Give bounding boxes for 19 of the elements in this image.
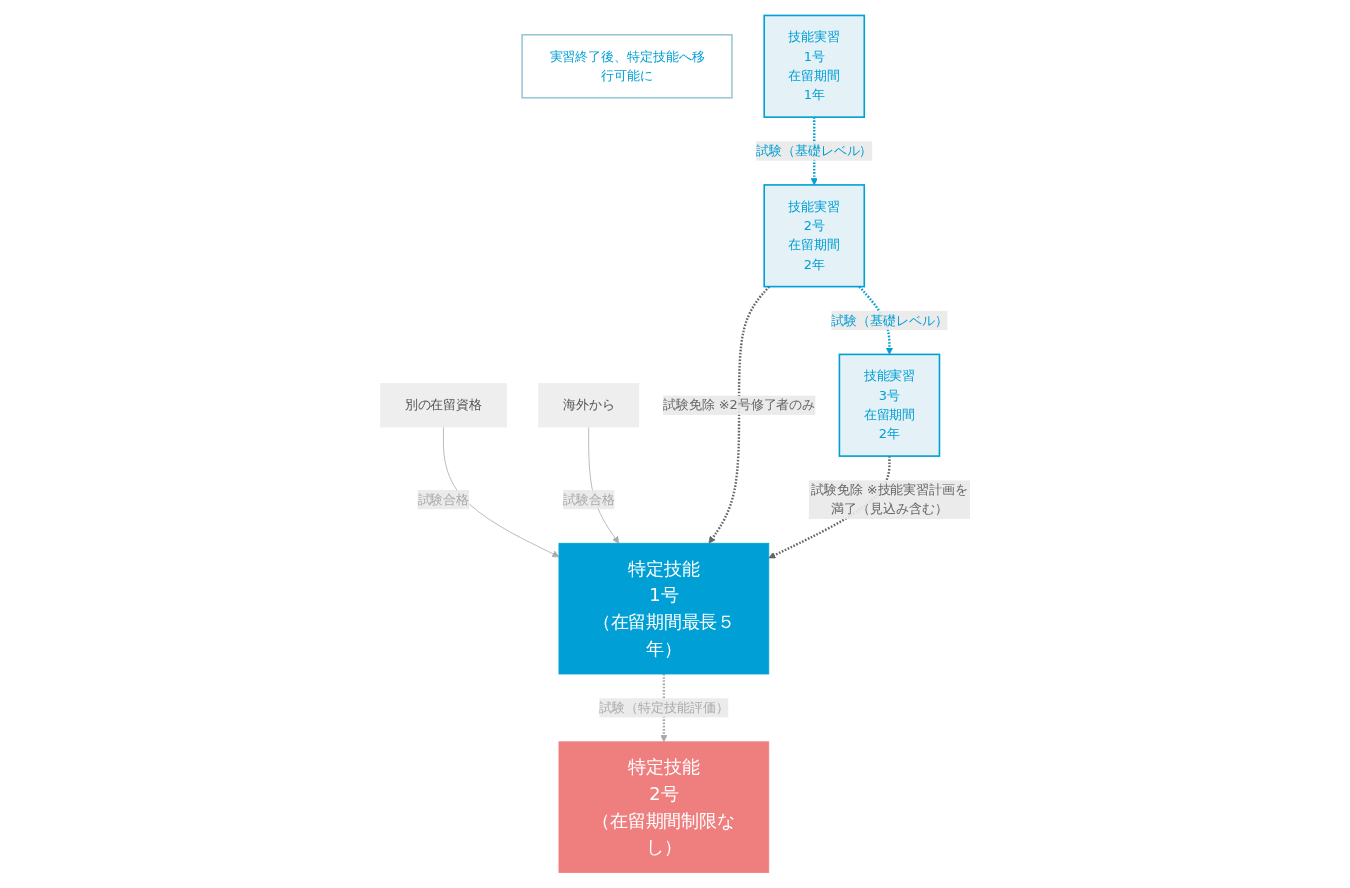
arrow [660,674,668,743]
edge-label: 試験免除 ※2号修了者のみ [662,397,815,413]
edge-label: 試験合格 [562,491,615,507]
node-box: 技能実習 1号 在留期間 1年 [763,14,865,118]
node-box: 技能実習 3号 在留期間 2年 [838,353,940,457]
node-box: 技能実習 2号 在留期間 2年 [763,184,865,288]
arrow [858,285,893,355]
edge-label: 試験（基礎レベル） [831,312,948,328]
arrow [708,285,770,544]
edge-label: 試験（基礎レベル） [755,142,873,159]
edge-label: 試験免除 ※技能実習計画を満了（見込み含む） [810,481,968,517]
node-box: 海外から [537,383,639,428]
arrow [810,117,818,186]
edge-label: 試験（特定技能評価） [599,699,729,716]
node-box: 特定技能 1号 （在留期間最長５年） [558,542,769,675]
node-box: 特定技能 2号 （在留期間制限なし） [558,741,769,873]
node-box: 実習終了後、特定技能へ移行可能に [521,34,733,99]
node-box: 別の在留資格 [379,383,507,428]
edge-label: 試験合格 [417,491,469,507]
